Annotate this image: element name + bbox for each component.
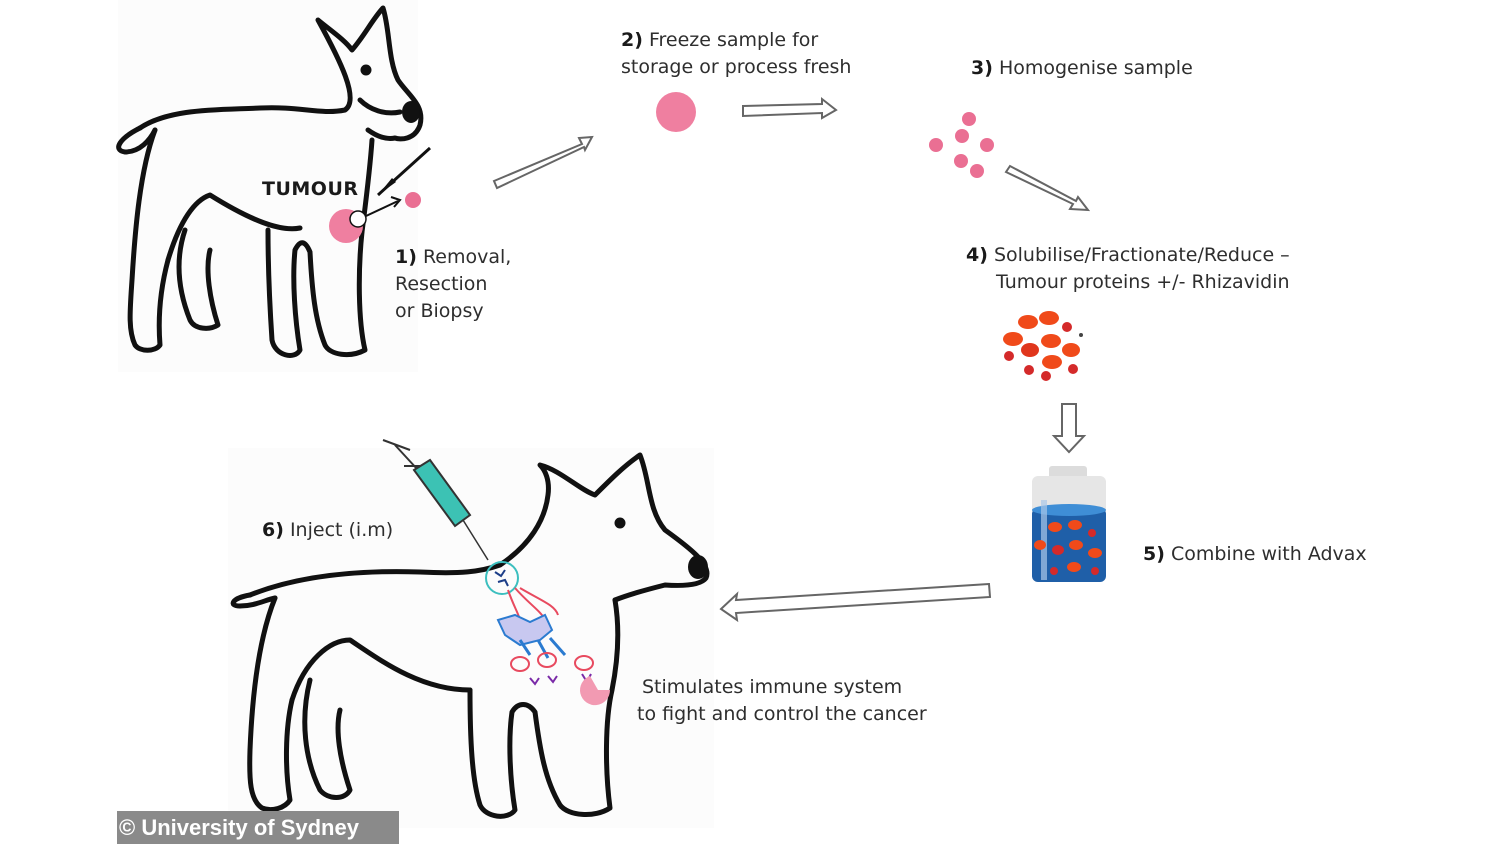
step-1-line-2: Resection <box>395 273 488 295</box>
step-5-label: 5) Combine with Advax <box>1143 541 1367 568</box>
step-1-line-3: or Biopsy <box>395 300 484 322</box>
step-1-line-1: Removal, <box>422 246 512 268</box>
frozen-sample-icon <box>656 92 696 132</box>
arrow-step4-to-step5 <box>1051 403 1087 454</box>
arrow-step1-to-step2 <box>492 135 594 190</box>
dog-bottom-icon <box>230 452 710 819</box>
step-1-number: 1) <box>395 246 417 268</box>
dog-panel-bottom <box>228 448 714 828</box>
image-credit: © University of Sydney <box>117 811 399 844</box>
tumour-label: TUMOUR <box>262 178 359 200</box>
protein-fragments-icon <box>1003 311 1083 381</box>
step-3-label: 3) Homogenise sample <box>971 55 1193 82</box>
step-1-label: 1) Removal, Resection or Biopsy <box>395 244 511 325</box>
arrow-step3-to-step4 <box>1004 164 1091 212</box>
biopsy-site-icon <box>349 210 367 228</box>
step-2-label: 2) Freeze sample for storage or process … <box>621 27 851 81</box>
step-2-line-1: Freeze sample for <box>648 29 819 51</box>
arrow-step5-to-step6 <box>719 582 992 623</box>
syringe-icon <box>382 439 489 561</box>
outcome-label: Stimulates immune system to fight and co… <box>637 674 927 728</box>
step-4-number: 4) <box>966 244 988 266</box>
step-5-number: 5) <box>1143 543 1165 565</box>
outcome-line-2: to fight and control the cancer <box>637 703 927 725</box>
step-4-line-2: Tumour proteins +/- Rhizavidin <box>996 271 1290 293</box>
tumour-sample-icon <box>405 192 421 208</box>
outcome-line-1: Stimulates immune system <box>642 676 903 698</box>
advax-vial-icon <box>1032 466 1106 582</box>
step-6-line-1: Inject (i.m) <box>289 519 394 541</box>
arrow-step2-to-step3 <box>742 96 838 120</box>
homogenised-particles-icon <box>929 112 994 178</box>
step-5-line-1: Combine with Advax <box>1170 543 1367 565</box>
step-2-line-2: storage or process fresh <box>621 56 852 78</box>
step-3-number: 3) <box>971 57 993 79</box>
step-6-number: 6) <box>262 519 284 541</box>
step-6-label: 6) Inject (i.m) <box>262 517 393 544</box>
immune-response-icon <box>485 561 611 706</box>
dog-top-icon <box>116 5 424 358</box>
step-4-label: 4) Solubilise/Fractionate/Reduce – Tumou… <box>966 242 1290 296</box>
step-3-line-1: Homogenise sample <box>998 57 1193 79</box>
scalpel-icon <box>376 146 432 197</box>
step-4-line-1: Solubilise/Fractionate/Reduce – <box>993 244 1290 266</box>
biopsy-arrow-icon <box>365 200 399 217</box>
step-2-number: 2) <box>621 29 643 51</box>
